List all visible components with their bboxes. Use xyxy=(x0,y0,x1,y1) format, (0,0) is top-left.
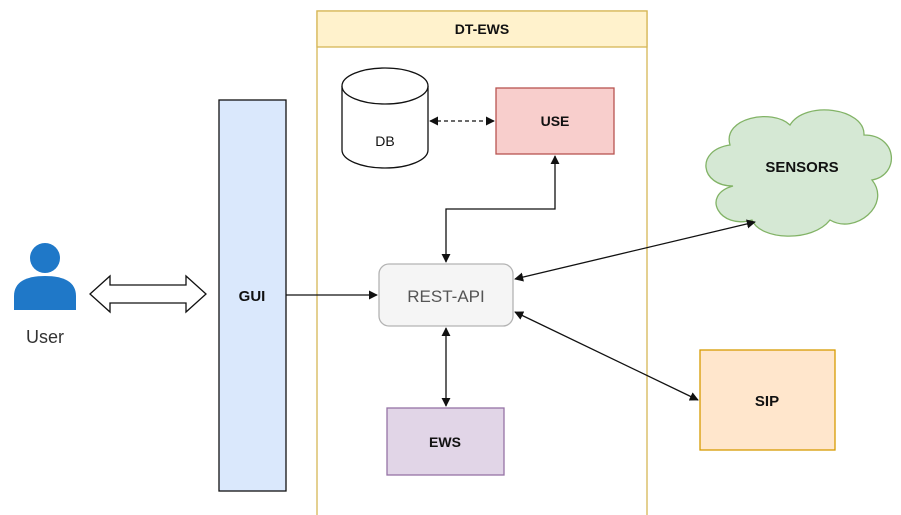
db-cylinder-body xyxy=(341,86,429,169)
db-cylinder-top xyxy=(341,67,429,105)
sensors-node: SENSORS xyxy=(705,109,893,237)
sensors-cloud xyxy=(705,109,893,237)
use-label: USE xyxy=(541,113,570,129)
sip-box xyxy=(699,349,836,451)
use-node: USE xyxy=(495,87,615,155)
sip-node: SIP xyxy=(699,349,836,451)
gui-box xyxy=(218,99,287,492)
container-header xyxy=(316,10,648,48)
ews-box xyxy=(386,407,505,476)
rest-sensors-arrow xyxy=(514,219,756,282)
rest-api-box xyxy=(378,263,514,327)
db-label: DB xyxy=(375,133,394,149)
user-label: User xyxy=(26,327,64,347)
rest-api-node: REST-API xyxy=(378,263,514,327)
sensors-label: SENSORS xyxy=(765,159,838,176)
person-icon xyxy=(14,243,76,310)
ews-label: EWS xyxy=(429,434,461,450)
rest-api-label: REST-API xyxy=(407,287,484,306)
gui-node: GUI xyxy=(218,99,287,492)
rest-use-arrow xyxy=(441,155,560,263)
user-gui-double-arrow xyxy=(89,274,207,314)
user-node: User xyxy=(14,243,76,347)
db-node: DB xyxy=(341,67,429,169)
use-box xyxy=(495,87,615,155)
gui-label: GUI xyxy=(239,288,266,305)
sip-label: SIP xyxy=(755,393,779,410)
container-title: DT-EWS xyxy=(455,21,509,37)
ews-node: EWS xyxy=(386,407,505,476)
rest-sip-arrow xyxy=(514,311,699,401)
